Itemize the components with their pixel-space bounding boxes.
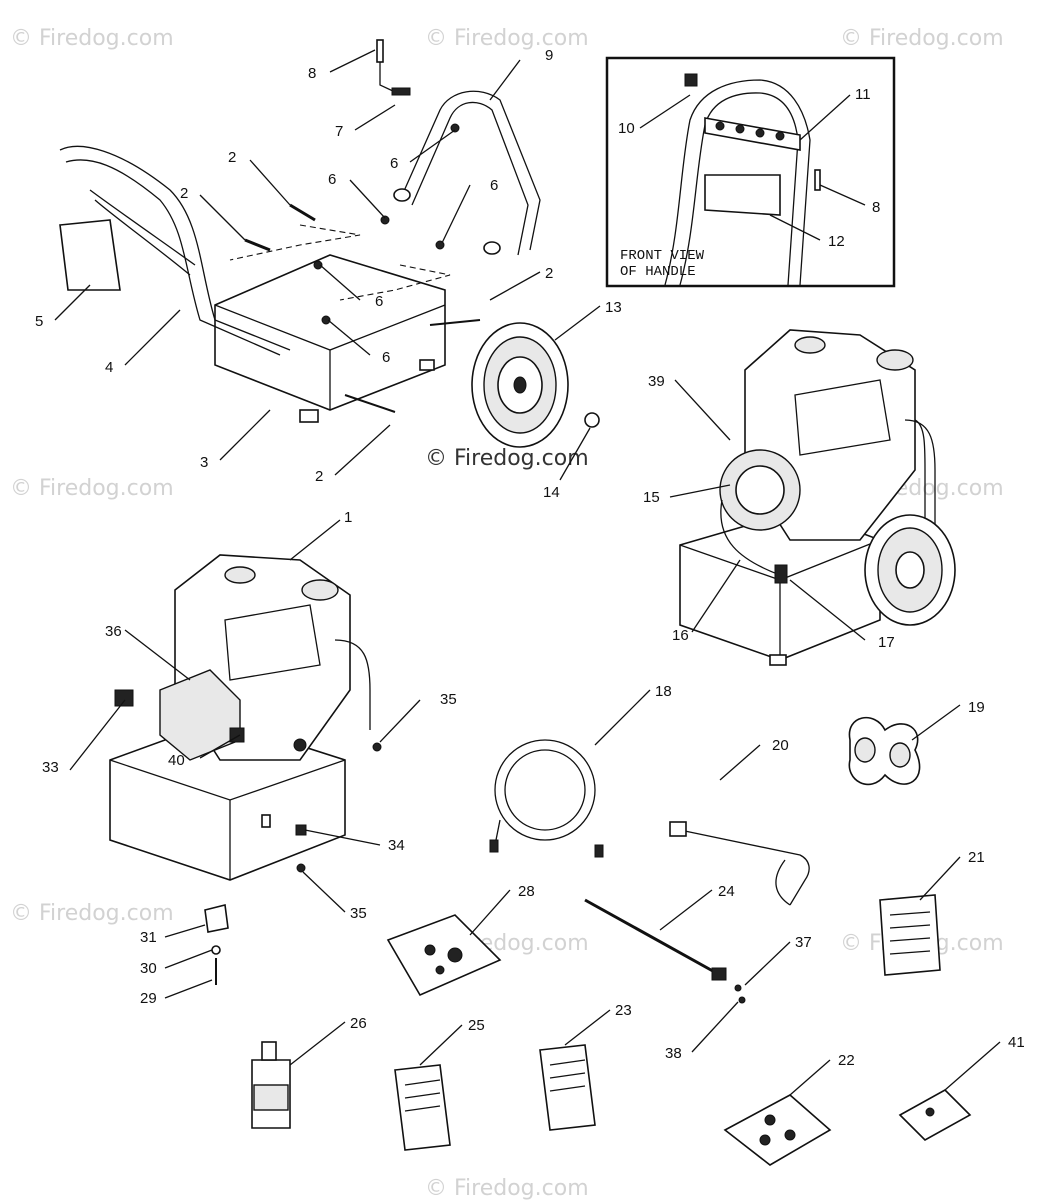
callout-28: 28 — [518, 883, 535, 900]
callout-26: 26 — [350, 1015, 367, 1032]
callout-35: 35 — [440, 691, 457, 708]
engine-pump-assembly — [109, 554, 382, 985]
callout-18: 18 — [655, 683, 672, 700]
callout-35: 35 — [350, 905, 367, 922]
callout-17: 17 — [878, 634, 895, 651]
callout-19: 19 — [968, 699, 985, 716]
callout-2: 2 — [545, 265, 553, 282]
callout-29: 29 — [140, 990, 157, 1007]
decal-sheet — [59, 219, 121, 291]
callout-24: 24 — [718, 883, 735, 900]
frame-base-box — [214, 254, 446, 411]
callout-6: 6 — [490, 177, 498, 194]
callout-1: 1 — [344, 509, 352, 526]
callout-8: 8 — [308, 65, 316, 82]
inset-caption-line1: FRONT VIEW — [620, 248, 705, 264]
callout-3: 3 — [200, 454, 208, 471]
callout-9: 9 — [545, 47, 553, 64]
callout-labels: 8 9 7 6 2 6 6 2 6 5 4 6 2 3 2 13 14 10 1… — [35, 47, 1025, 1069]
callout-15: 15 — [643, 489, 660, 506]
callout-10: 10 — [618, 120, 635, 137]
callout-20: 20 — [772, 737, 789, 754]
callout-21: 21 — [968, 849, 985, 866]
inset-caption-line2: OF HANDLE — [620, 264, 696, 280]
callout-6: 6 — [390, 155, 398, 172]
callout-11: 11 — [855, 86, 871, 103]
callout-6: 6 — [375, 293, 383, 310]
callout-2: 2 — [315, 468, 323, 485]
callout-14: 14 — [543, 484, 560, 501]
inset-handle-view: FRONT VIEW OF HANDLE — [605, 56, 896, 288]
callout-25: 25 — [468, 1017, 485, 1034]
watermark: © Firedog.com — [10, 26, 174, 51]
leader-lines — [54, 49, 1001, 1096]
watermark: © Firedog.com — [10, 901, 174, 926]
callout-8: 8 — [872, 199, 880, 216]
frame-assembly — [59, 39, 541, 423]
watermark: © Firedog.com — [425, 26, 589, 51]
callout-13: 13 — [605, 299, 622, 316]
watermark: © Firedog.com — [10, 476, 174, 501]
assembled-unit — [679, 329, 956, 666]
callout-34: 34 — [388, 837, 405, 854]
callout-31: 31 — [140, 929, 157, 946]
callout-4: 4 — [105, 359, 113, 376]
callout-16: 16 — [672, 627, 689, 644]
callout-41: 41 — [1008, 1034, 1025, 1051]
inset-frame — [605, 56, 896, 288]
callout-22: 22 — [838, 1052, 855, 1069]
callout-37: 37 — [795, 934, 812, 951]
callout-36: 36 — [105, 623, 122, 640]
wheel — [471, 322, 600, 448]
watermark: © Firedog.com — [425, 1176, 589, 1200]
callout-40: 40 — [168, 752, 185, 769]
callout-2: 2 — [228, 149, 236, 166]
callout-38: 38 — [665, 1045, 682, 1062]
center-watermark: © Firedog.com — [425, 446, 589, 471]
callout-33: 33 — [42, 759, 59, 776]
watermark: © Firedog.com — [840, 26, 1004, 51]
accessories — [251, 716, 972, 1166]
callout-12: 12 — [828, 233, 845, 250]
callout-23: 23 — [615, 1002, 632, 1019]
callout-39: 39 — [648, 373, 665, 390]
callout-6: 6 — [382, 349, 390, 366]
callout-5: 5 — [35, 313, 43, 330]
callout-7: 7 — [335, 123, 343, 140]
callout-30: 30 — [140, 960, 157, 977]
callout-2: 2 — [180, 185, 188, 202]
callout-6: 6 — [328, 171, 336, 188]
